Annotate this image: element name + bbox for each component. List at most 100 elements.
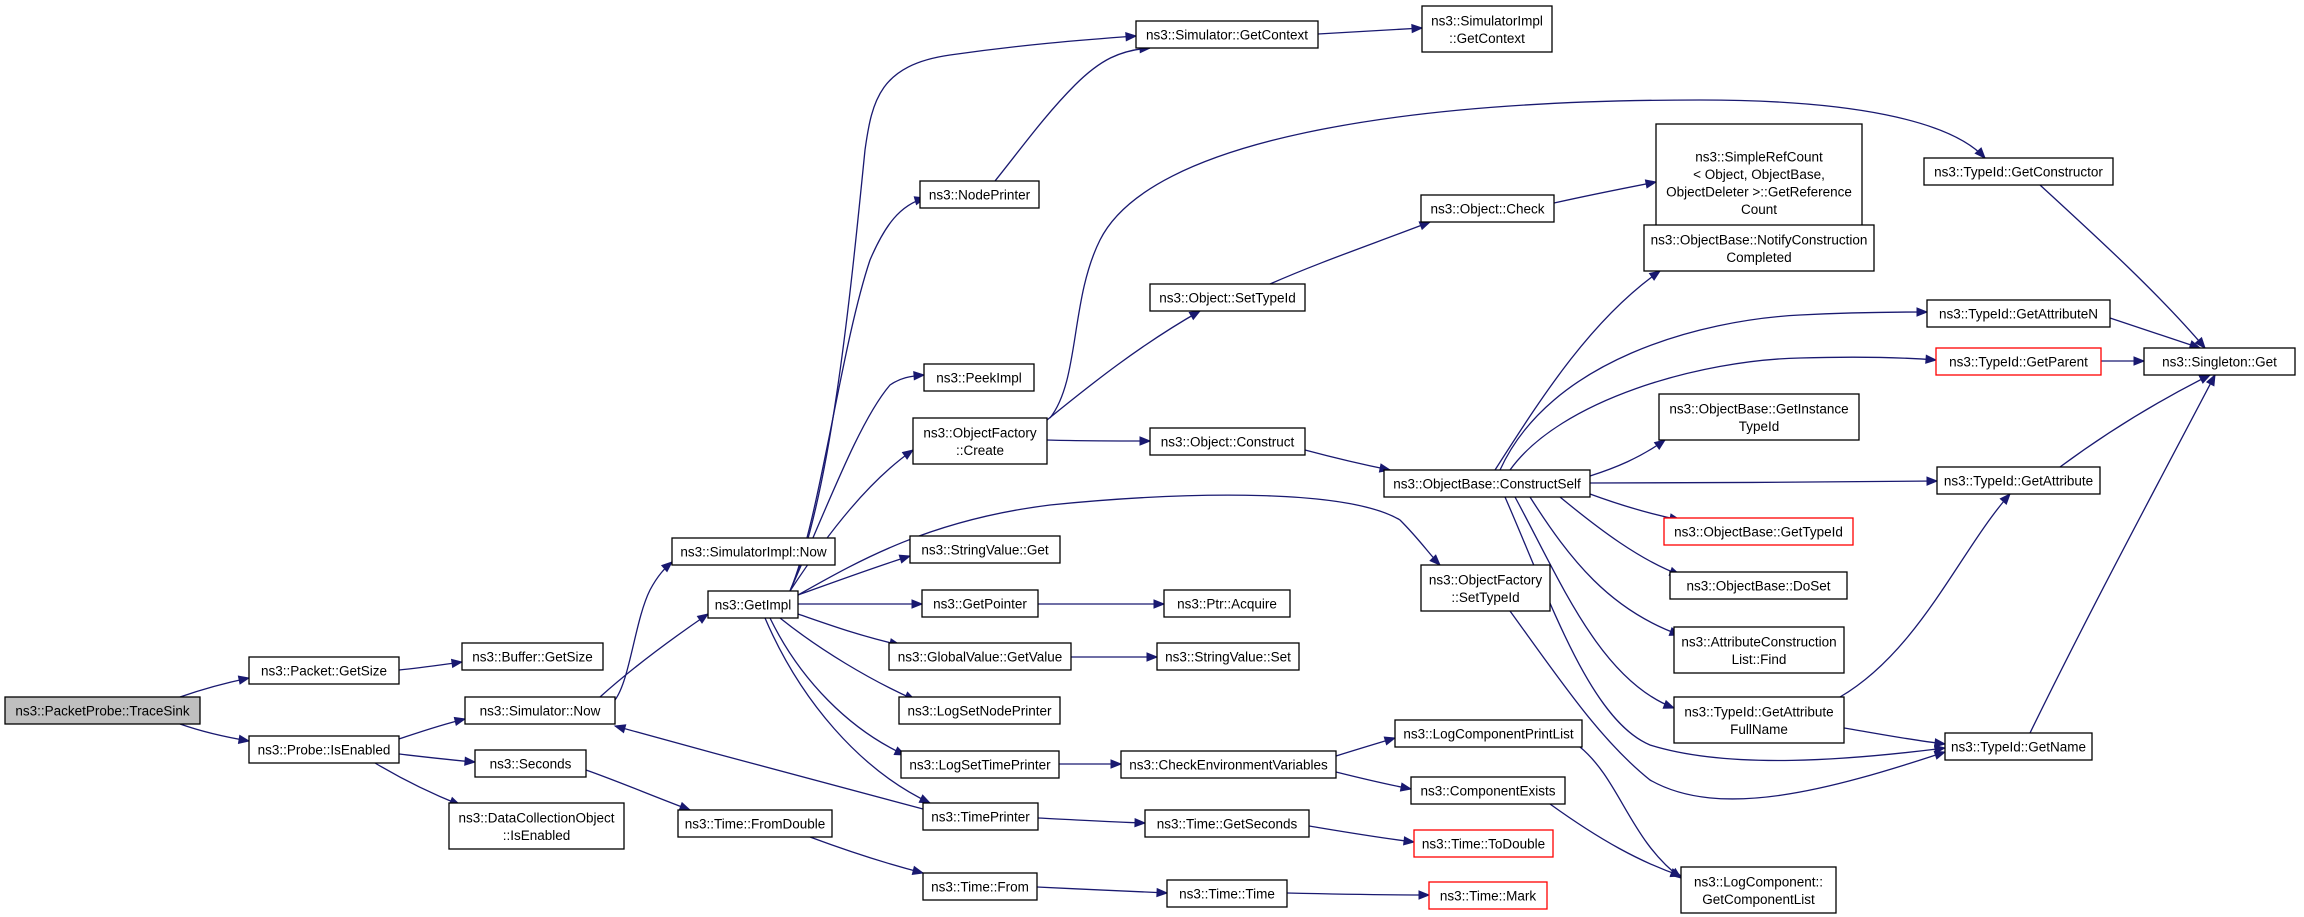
node-label: ns3::LogSetNodePrinter	[907, 704, 1052, 719]
arrowhead-icon	[464, 756, 477, 766]
node-time-getseconds[interactable]: ns3::Time::GetSeconds	[1144, 809, 1310, 838]
node-label: ns3::PacketProbe::TraceSink	[15, 704, 190, 719]
node-typeid-getattribute[interactable]: ns3::TypeId::GetAttribute	[1936, 466, 2101, 495]
node-componentexists[interactable]: ns3::ComponentExists	[1410, 776, 1566, 805]
node-of-settypeid[interactable]: ns3::ObjectFactory::SetTypeId	[1420, 564, 1551, 612]
node-box	[1135, 20, 1319, 49]
edge-of_settypeid-to-typeid_getname	[1509, 610, 1947, 800]
node-seconds[interactable]: ns3::Seconds	[474, 749, 587, 778]
node-sim-now[interactable]: ns3::Simulator::Now	[464, 696, 616, 725]
arrowhead-icon	[1146, 652, 1159, 662]
node-label: Count	[1741, 202, 1777, 217]
node-logsettimeprinter[interactable]: ns3::LogSetTimePrinter	[900, 750, 1060, 779]
node-ob-notify[interactable]: ns3::ObjectBase::NotifyConstructionCompl…	[1643, 224, 1875, 272]
arrowhead-icon	[1411, 23, 1424, 34]
node-typeid-getparent[interactable]: ns3::TypeId::GetParent	[1935, 347, 2102, 376]
node-box	[2143, 347, 2296, 376]
node-typeid-getattributen[interactable]: ns3::TypeId::GetAttributeN	[1926, 299, 2111, 328]
edge-line	[374, 762, 461, 806]
arrowhead-icon	[453, 716, 467, 727]
node-ob-gettypeid[interactable]: ns3::ObjectBase::GetTypeId	[1663, 517, 1854, 546]
node-gv-getvalue[interactable]: ns3::GlobalValue::GetValue	[888, 642, 1072, 671]
edge-of_create-to-obj_settypeid	[1046, 310, 1202, 421]
node-tracesink[interactable]: ns3::PacketProbe::TraceSink	[4, 696, 201, 725]
node-label: ns3::PeekImpl	[936, 371, 1022, 386]
node-label: ns3::GlobalValue::GetValue	[898, 650, 1063, 665]
edge-line	[1839, 493, 2011, 698]
node-label: ns3::Time::Mark	[1440, 889, 1537, 904]
node-typeid-getname[interactable]: ns3::TypeId::GetName	[1944, 732, 2093, 761]
node-ob-constructself[interactable]: ns3::ObjectBase::ConstructSelf	[1383, 469, 1591, 498]
node-dco-isenabled[interactable]: ns3::DataCollectionObject::IsEnabled	[448, 802, 625, 850]
node-label: ns3::ObjectBase::GetInstance	[1669, 401, 1848, 416]
edge-line	[1286, 892, 1430, 896]
edge-typeid_getattribute-to-singleton_get	[2059, 374, 2212, 468]
node-logcomponentprintlist[interactable]: ns3::LogComponentPrintList	[1394, 719, 1583, 748]
node-box	[888, 642, 1072, 671]
node-time-time[interactable]: ns3::Time::Time	[1166, 879, 1288, 908]
arrowhead-icon	[1156, 887, 1169, 898]
node-box	[1413, 829, 1554, 858]
arrowhead-icon	[1648, 270, 1662, 281]
node-typeid-getconstructor[interactable]: ns3::TypeId::GetConstructor	[1923, 157, 2114, 186]
node-obj-settypeid[interactable]: ns3::Object::SetTypeId	[1149, 283, 1306, 312]
arrowhead-icon	[1383, 736, 1397, 746]
node-label: ns3::ObjectBase::NotifyConstruction	[1651, 232, 1868, 247]
node-label: ns3::TypeId::GetName	[1951, 740, 2086, 755]
node-buffer-getsize[interactable]: ns3::Buffer::GetSize	[461, 642, 604, 671]
node-box	[1156, 642, 1300, 671]
edge-time_getseconds-to-time_todouble	[1308, 825, 1416, 846]
node-time-todouble[interactable]: ns3::Time::ToDouble	[1413, 829, 1554, 858]
edge-line	[1304, 449, 1391, 471]
node-label: Completed	[1726, 250, 1791, 265]
node-logcomponent-getlist[interactable]: ns3::LogComponent::GetComponentList	[1680, 866, 1837, 914]
edge-line	[1308, 825, 1415, 843]
node-ob-doset[interactable]: ns3::ObjectBase::DoSet	[1669, 571, 1848, 600]
node-obj-construct[interactable]: ns3::Object::Construct	[1149, 427, 1306, 456]
node-getpointer[interactable]: ns3::GetPointer	[921, 589, 1039, 618]
node-box	[1428, 881, 1548, 910]
edge-obj_settypeid-to-obj_check	[1269, 221, 1432, 285]
node-logsetnodeprinter[interactable]: ns3::LogSetNodePrinter	[898, 696, 1061, 725]
node-time-mark[interactable]: ns3::Time::Mark	[1428, 881, 1548, 910]
node-packet-getsize[interactable]: ns3::Packet::GetSize	[248, 656, 400, 685]
node-label: FullName	[1730, 722, 1788, 737]
node-simimpl-now[interactable]: ns3::SimulatorImpl::Now	[671, 537, 836, 566]
node-nodeprinter[interactable]: ns3::NodePrinter	[919, 180, 1040, 209]
node-getimpl[interactable]: ns3::GetImpl	[707, 590, 799, 619]
node-of-create[interactable]: ns3::ObjectFactory::Create	[912, 417, 1048, 465]
node-ptr-acquire[interactable]: ns3::Ptr::Acquire	[1163, 589, 1291, 618]
edge-getimpl-to-stringvalue_get	[797, 554, 912, 596]
node-label: ns3::ObjectFactory	[1429, 572, 1543, 587]
edge-line	[1589, 439, 1666, 477]
edge-gv_getvalue-to-stringvalue_set	[1071, 652, 1159, 662]
node-stringvalue-set[interactable]: ns3::StringValue::Set	[1156, 642, 1300, 671]
edge-line	[1036, 886, 1168, 894]
edge-line	[1589, 480, 1938, 484]
arrowhead-icon	[1403, 836, 1416, 846]
arrowhead-icon	[2133, 356, 2146, 366]
edge-line	[1037, 817, 1146, 824]
node-peekimpl[interactable]: ns3::PeekImpl	[923, 363, 1035, 392]
node-simplerefcount[interactable]: ns3::SimpleRefCount< Object, ObjectBase,…	[1655, 123, 1863, 242]
node-timeprinter[interactable]: ns3::TimePrinter	[922, 802, 1039, 831]
node-sim-getcontext[interactable]: ns3::Simulator::GetContext	[1135, 20, 1319, 49]
arrowhead-icon	[1418, 890, 1431, 900]
node-checkenv[interactable]: ns3::CheckEnvironmentVariables	[1120, 750, 1337, 779]
node-label: ns3::NodePrinter	[929, 188, 1031, 203]
edge-line	[779, 617, 916, 701]
node-time-from[interactable]: ns3::Time::From	[922, 872, 1038, 901]
node-label: ns3::CheckEnvironmentVariables	[1129, 758, 1328, 773]
node-singleton-get[interactable]: ns3::Singleton::Get	[2143, 347, 2296, 376]
node-obj-check[interactable]: ns3::Object::Check	[1420, 194, 1555, 223]
edge-line	[179, 723, 250, 742]
node-time-fromdouble[interactable]: ns3::Time::FromDouble	[677, 809, 833, 838]
node-stringvalue-get[interactable]: ns3::StringValue::Get	[909, 535, 1061, 564]
node-probe-isenabled[interactable]: ns3::Probe::IsEnabled	[248, 735, 400, 764]
node-label: ns3::Ptr::Acquire	[1177, 597, 1277, 612]
node-simimpl-getcontext[interactable]: ns3::SimulatorImpl::GetContext	[1421, 5, 1553, 53]
node-label: ns3::TimePrinter	[931, 810, 1030, 825]
